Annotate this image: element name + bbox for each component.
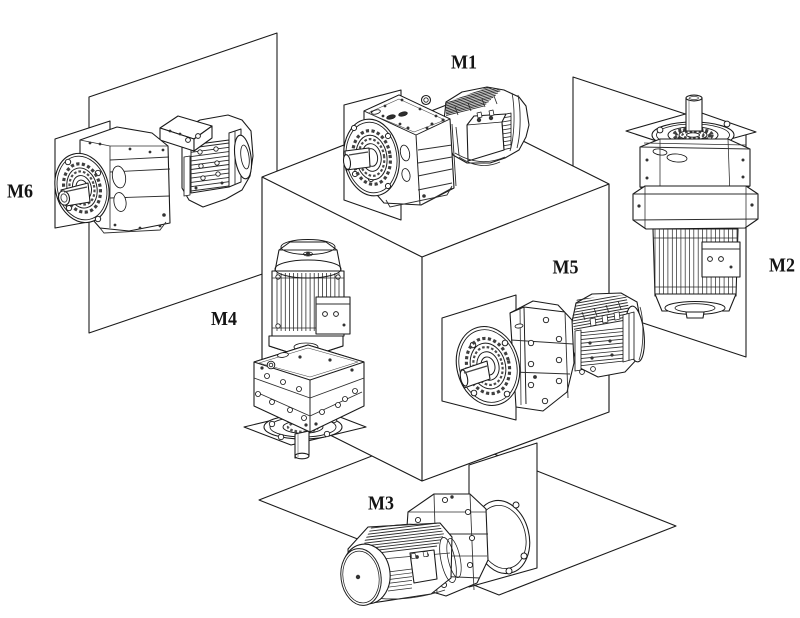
svg-text:M1: M1 — [451, 52, 477, 74]
svg-text:M3: M3 — [368, 493, 394, 515]
svg-text:M5: M5 — [553, 257, 579, 279]
svg-text:M2: M2 — [769, 255, 795, 277]
svg-text:M6: M6 — [7, 181, 33, 203]
svg-text:M4: M4 — [211, 308, 237, 330]
